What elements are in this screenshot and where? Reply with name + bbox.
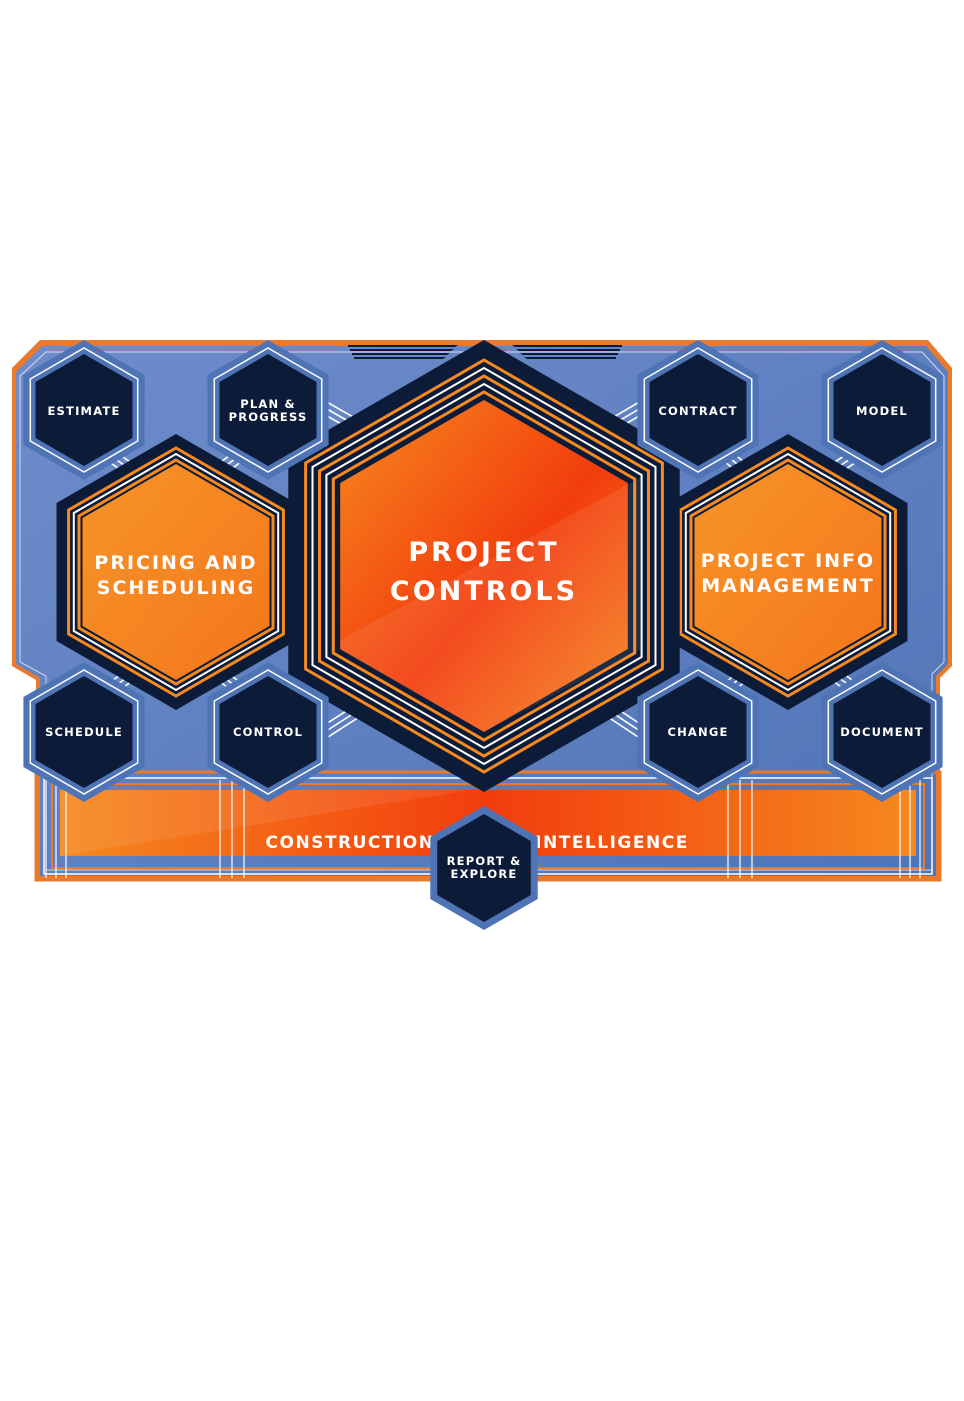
schedule-label: SCHEDULE	[45, 725, 123, 739]
module-contract[interactable]: CONTRACT	[637, 340, 759, 480]
change-label: CHANGE	[667, 725, 728, 739]
control-label: CONTROL	[233, 725, 303, 739]
module-document[interactable]: DOCUMENT	[821, 662, 943, 802]
model-label: MODEL	[856, 404, 908, 418]
center-line2: CONTROLS	[390, 576, 578, 607]
right-group-hex: PROJECT INFO MANAGEMENT	[668, 434, 908, 710]
left-group-hex: PRICING AND SCHEDULING	[56, 434, 296, 710]
top-stripes	[348, 345, 622, 359]
module-report-explore[interactable]: REPORT & EXPLORE	[430, 806, 538, 930]
contract-label: CONTRACT	[658, 404, 737, 418]
center-line1: PROJECT	[408, 537, 559, 568]
left-group-line2: SCHEDULING	[97, 577, 255, 599]
document-label: DOCUMENT	[840, 725, 923, 739]
left-group-line1: PRICING AND	[94, 552, 257, 574]
estimate-label: ESTIMATE	[47, 404, 120, 418]
module-plan-progress[interactable]: PLAN & PROGRESS	[207, 340, 329, 480]
report-explore-label-2: EXPLORE	[451, 867, 518, 881]
module-schedule[interactable]: SCHEDULE	[23, 662, 145, 802]
plan-progress-label-2: PROGRESS	[229, 410, 308, 424]
module-change[interactable]: CHANGE	[637, 662, 759, 802]
center-hex: PROJECT CONTROLS	[288, 340, 680, 792]
module-estimate[interactable]: ESTIMATE	[23, 340, 145, 480]
right-group-line1: PROJECT INFO	[701, 550, 875, 572]
band-left-label: CONSTRUCTION	[266, 833, 435, 853]
plan-progress-label-1: PLAN &	[240, 397, 296, 411]
band-right-label: INTELLIGENCE	[535, 833, 689, 853]
right-group-line2: MANAGEMENT	[701, 575, 875, 597]
module-control[interactable]: CONTROL	[207, 662, 329, 802]
report-explore-label-1: REPORT &	[447, 854, 522, 868]
module-model[interactable]: MODEL	[821, 340, 943, 480]
